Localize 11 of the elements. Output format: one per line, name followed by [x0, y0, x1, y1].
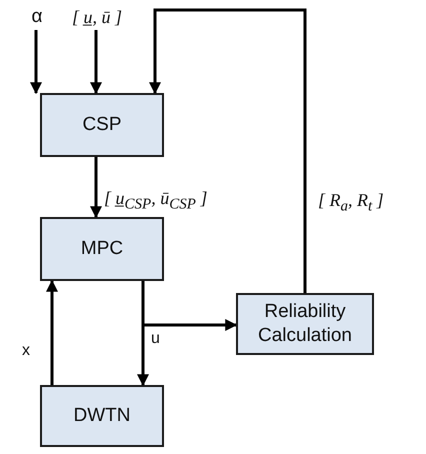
arrow: [90, 30, 102, 94]
input-label: α: [24, 4, 50, 30]
process-box: MPC: [40, 217, 164, 281]
input-label: [ u̲, ū ]: [58, 4, 136, 30]
arrow: [149, 8, 306, 293]
process-box: CSP: [40, 93, 164, 157]
arrow: [46, 280, 58, 385]
arrow: [90, 157, 102, 218]
process-box: Reliability Calculation: [236, 293, 374, 355]
arrow: [30, 30, 42, 94]
process-box: DWTN: [40, 385, 164, 447]
